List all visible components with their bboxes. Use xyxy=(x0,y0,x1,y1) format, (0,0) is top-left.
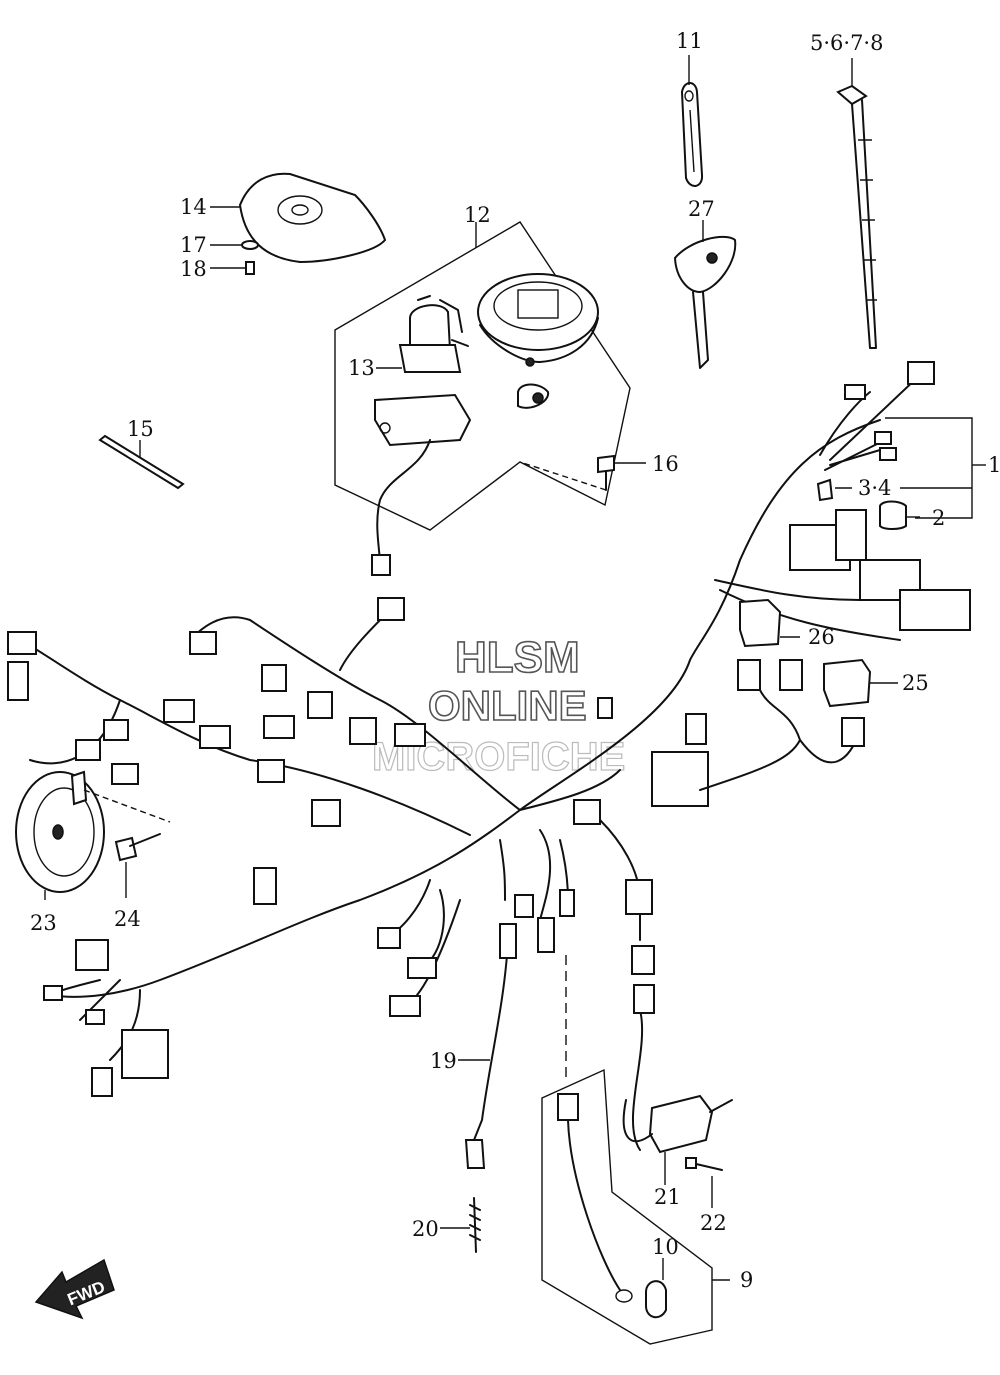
callout-26: 26 xyxy=(808,625,835,649)
part-24-bolt[interactable] xyxy=(114,833,161,898)
callout-27: 27 xyxy=(688,197,715,221)
callout-15: 15 xyxy=(127,417,154,441)
part-14-ignition-cover[interactable] xyxy=(210,172,387,275)
callout-labels: 1 2 3·4 5·6·7·8 9 10 11 12 13 14 15 16 1… xyxy=(30,29,1000,1292)
callout-17: 17 xyxy=(180,233,207,257)
part-23-horn[interactable] xyxy=(15,770,171,900)
callout-16: 16 xyxy=(652,452,679,476)
callout-19: 19 xyxy=(430,1049,457,1073)
part-5-8-cable-tie[interactable] xyxy=(836,58,877,349)
part-22-screw[interactable] xyxy=(685,1157,723,1208)
callout-20: 20 xyxy=(412,1217,439,1241)
watermark: HLSM ONLINE MICROFICHE xyxy=(371,632,626,779)
part-12-ignition-switch-set[interactable] xyxy=(334,221,631,576)
watermark-line-1: HLSM xyxy=(455,633,580,682)
part-27-key[interactable] xyxy=(673,220,737,369)
callout-12: 12 xyxy=(464,203,491,227)
callout-23: 23 xyxy=(30,911,57,935)
part-1-wiring-harness[interactable] xyxy=(7,361,971,1151)
callout-25: 25 xyxy=(902,671,929,695)
callout-18: 18 xyxy=(180,257,207,281)
part-10-cap[interactable] xyxy=(645,1258,667,1319)
callout-3-4: 3·4 xyxy=(858,476,891,500)
callout-24: 24 xyxy=(114,907,141,931)
part-16-screw[interactable] xyxy=(519,454,646,491)
part-25-relay[interactable] xyxy=(823,658,898,708)
callout-22: 22 xyxy=(700,1211,727,1235)
callout-11: 11 xyxy=(676,29,703,53)
part-3-4-fuse[interactable] xyxy=(816,478,852,502)
fwd-arrow: FWD xyxy=(34,1258,115,1320)
part-26-relay[interactable] xyxy=(739,598,800,648)
callout-1: 1 xyxy=(988,453,1000,477)
part-15-tape[interactable] xyxy=(98,434,185,490)
watermark-line-2: ONLINE xyxy=(428,682,587,729)
part-20-spring[interactable] xyxy=(440,1197,481,1253)
callout-13: 13 xyxy=(348,356,375,380)
part-2-fuse-cap[interactable] xyxy=(879,500,920,530)
part-9-lead-wire-set[interactable] xyxy=(541,955,730,1345)
part-1-bracket xyxy=(885,417,986,519)
callout-2: 2 xyxy=(932,506,945,530)
part-11-clamp[interactable] xyxy=(681,55,704,187)
callout-5-8: 5·6·7·8 xyxy=(810,31,883,55)
callout-9: 9 xyxy=(740,1268,753,1292)
callout-14: 14 xyxy=(180,195,207,219)
callout-21: 21 xyxy=(654,1185,681,1209)
part-21-switch[interactable] xyxy=(622,1094,733,1185)
callout-10: 10 xyxy=(652,1235,679,1259)
part-19-sensor[interactable] xyxy=(458,923,517,1169)
